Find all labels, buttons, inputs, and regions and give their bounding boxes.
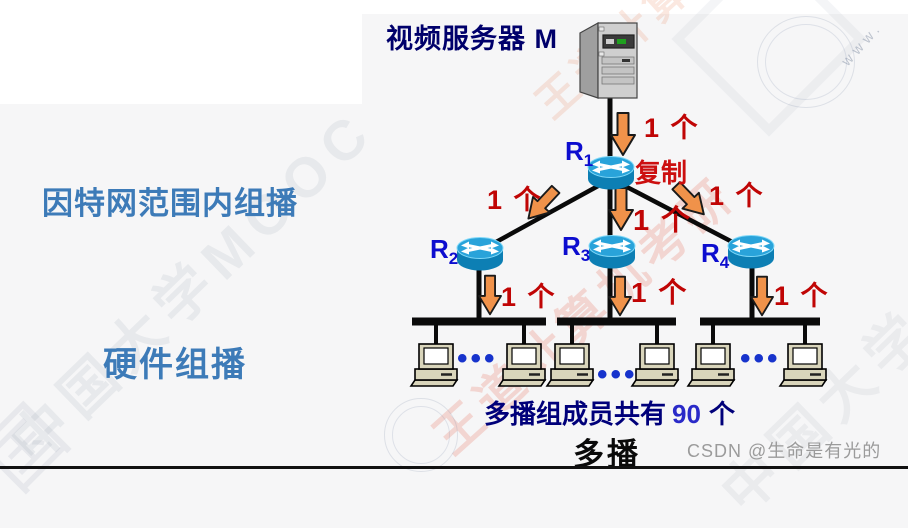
bottom-rule [0,466,908,469]
router-label-base: R [701,238,720,268]
watermark-seal-topright [757,16,855,108]
router-label-base: R [430,234,449,264]
members-count: 90 [672,399,701,429]
unit-count-label: 1 个 [709,181,765,211]
pc-icon-2 [497,342,547,388]
network-diagram [409,21,828,388]
router-label-r1: R1 [565,136,594,170]
members-prefix: 多播组成员共有 [484,399,667,429]
pc-icon-4 [630,342,680,388]
router-label-sub: 4 [719,253,730,272]
router-icon-r1 [586,155,636,191]
pc-icon-5 [686,342,736,388]
unit-count-label: 1 个 [631,277,689,308]
router-label-r4: R4 [701,238,730,272]
video-server-icon [579,21,638,99]
lan3-ellipsis: ••• [740,342,781,375]
multicast-caption: 多播 [573,437,641,472]
unit-count-label: 1 个 [487,185,543,215]
internet-multicast-label: 因特网范围内组播 [42,186,298,221]
link-r1-r4 [623,184,742,248]
pc-icon-6 [778,342,828,388]
lan-bus-1 [412,317,546,326]
unit-count-label: 1 个 [501,282,557,312]
link-r1-r2 [485,184,600,249]
arrow-r2-to-lan1 [478,274,502,316]
router-label-sub: 1 [583,151,594,170]
lan-bus-2 [557,317,676,326]
top-left-white-panel [0,0,362,104]
hardware-multicast-label: 硬件组播 [103,347,247,384]
router-label-base: R [565,136,584,166]
arrow-server-to-r1 [610,112,636,156]
lan1-ellipsis: ••• [457,342,498,375]
lan-bus-3 [700,317,820,326]
members-unit: 个 [708,399,735,429]
duplicate-label: 复制 [635,158,688,188]
csdn-watermark: CSDN @生命是有光的 [687,441,882,461]
router-icon-r3 [587,234,637,270]
router-icon-r2 [455,236,505,272]
pc-icon-3 [545,342,595,388]
router-label-r3: R3 [562,231,591,265]
router-label-base: R [562,231,581,261]
router-label-sub: 3 [580,246,591,265]
router-label-sub: 2 [448,249,459,268]
pc-drop-lines [434,325,807,346]
unit-count-label: 1 个 [633,205,693,237]
pc-icon-1 [409,342,459,388]
arrow-r1-to-r3 [608,187,634,231]
router-icon-r4 [726,234,776,270]
router-label-r2: R2 [430,234,459,268]
page-title: 视频服务器 M [386,24,558,54]
unit-count-label: 1 个 [644,113,700,143]
unit-count-label: 1 个 [774,281,830,311]
lan2-ellipsis: ••• [597,358,638,391]
